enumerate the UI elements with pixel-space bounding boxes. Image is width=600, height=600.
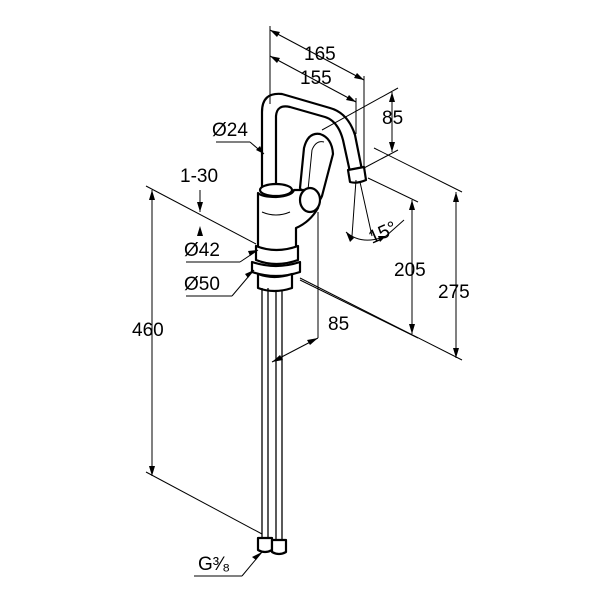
label-155: 155 bbox=[300, 68, 332, 89]
label-85-top: 85 bbox=[382, 108, 403, 129]
body-seam bbox=[261, 211, 291, 216]
arrow-460-b bbox=[149, 466, 155, 476]
base-ring-42 bbox=[254, 244, 300, 266]
arrow-15-b bbox=[378, 236, 386, 242]
arrow-85-top-b bbox=[389, 142, 395, 152]
ext-275-bottom bbox=[299, 277, 463, 361]
ext-460-top bbox=[145, 185, 257, 245]
cartridge-cap bbox=[298, 186, 322, 214]
dim-155 bbox=[269, 55, 357, 103]
arrow-165-b bbox=[354, 73, 364, 80]
arrow-205-b bbox=[409, 324, 415, 334]
arrow-275-b bbox=[453, 348, 459, 358]
arrow-155-b bbox=[346, 95, 356, 102]
label-205: 205 bbox=[394, 260, 426, 281]
label-275: 275 bbox=[438, 282, 470, 303]
arrow-275-a bbox=[453, 192, 459, 202]
label-dia-50: Ø50 bbox=[184, 274, 220, 295]
label-460: 460 bbox=[132, 320, 164, 341]
arrow-85-top-a bbox=[389, 92, 395, 102]
arrow-165-a bbox=[270, 30, 280, 37]
label-1-30: 1-30 bbox=[180, 166, 218, 187]
label-165: 165 bbox=[304, 44, 336, 65]
ext-460-bottom bbox=[145, 471, 263, 535]
leader-15 bbox=[385, 219, 405, 237]
arrow-42 bbox=[248, 250, 258, 256]
label-85-depth: 85 bbox=[328, 314, 349, 335]
label-dia-42: Ø42 bbox=[184, 240, 220, 261]
dim-165 bbox=[269, 29, 365, 81]
arrow-460-a bbox=[149, 190, 155, 200]
arrow-85-depth-a bbox=[272, 355, 283, 362]
arrow-205-a bbox=[409, 200, 415, 210]
hose-fitting-left bbox=[256, 536, 274, 554]
ext-85-top-a bbox=[321, 87, 399, 131]
ext-275-top bbox=[373, 147, 463, 193]
arrow-50 bbox=[245, 270, 254, 278]
arrow-24 bbox=[256, 146, 264, 154]
mounting-nut bbox=[256, 272, 294, 293]
arrow-155-a bbox=[270, 56, 280, 63]
arrow-1-30-a bbox=[197, 202, 203, 212]
spout-tip bbox=[346, 165, 368, 184]
lever-handle-ridge bbox=[307, 141, 325, 191]
arrow-g38 bbox=[252, 552, 262, 560]
angle-ref-slant bbox=[359, 181, 373, 237]
arrow-85-depth-b bbox=[307, 338, 318, 345]
arrow-1-30-b bbox=[197, 226, 203, 236]
angle-ref-vertical bbox=[351, 179, 357, 237]
arrow-15-a bbox=[346, 232, 354, 242]
hose-fitting-right bbox=[270, 538, 288, 556]
label-angle-15: 15° bbox=[365, 218, 400, 249]
label-dia-24: Ø24 bbox=[212, 120, 248, 141]
ext-205-top bbox=[367, 177, 419, 203]
label-thread-g38: G³⁄₈ bbox=[198, 554, 230, 575]
ext-85-top-b bbox=[363, 149, 399, 169]
